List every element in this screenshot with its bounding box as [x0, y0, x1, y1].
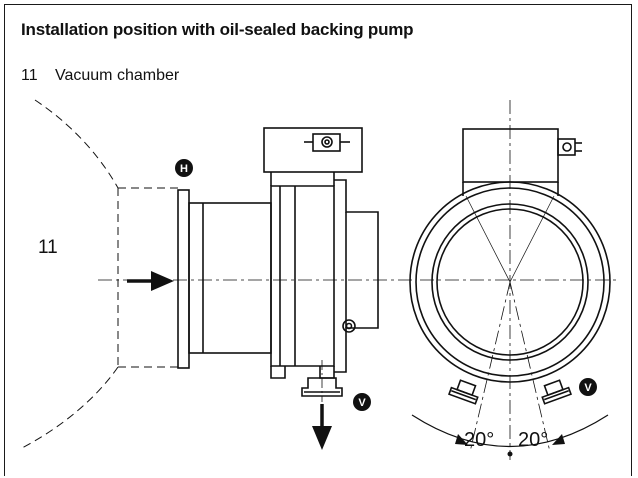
figure-frame — [4, 4, 632, 476]
h-badge-letter: H — [180, 163, 188, 175]
port-right — [541, 379, 572, 405]
electronics-box-front — [462, 128, 559, 183]
chamber-label: 11 — [38, 237, 58, 258]
electronics-box — [263, 127, 363, 173]
legend-number: 11 — [21, 67, 38, 84]
legend-item-vacuum-chamber: 11 Vacuum chamber — [21, 67, 179, 85]
angle-label-right: 20° — [518, 429, 548, 451]
v-badge-outlet: V — [353, 393, 371, 411]
angle-label-left: 20° — [464, 429, 494, 451]
angle-dimension — [411, 414, 609, 457]
v-badge-letter: V — [358, 397, 366, 409]
figure-title: Installation position with oil-sealed ba… — [21, 20, 414, 39]
vacuum-chamber-outline — [21, 99, 180, 449]
v-badge-front: V — [579, 378, 597, 396]
outflow-arrow — [312, 404, 332, 450]
pump-side-view — [177, 127, 379, 397]
h-badge: H — [175, 159, 193, 177]
outlet-port — [301, 377, 343, 397]
port-left — [448, 379, 479, 405]
legend-label: Vacuum chamber — [55, 67, 180, 84]
v-badge-letter: V — [584, 382, 592, 394]
center-lines-right — [420, 100, 618, 460]
inflow-arrow — [127, 271, 174, 291]
inlet-flange — [177, 189, 190, 369]
